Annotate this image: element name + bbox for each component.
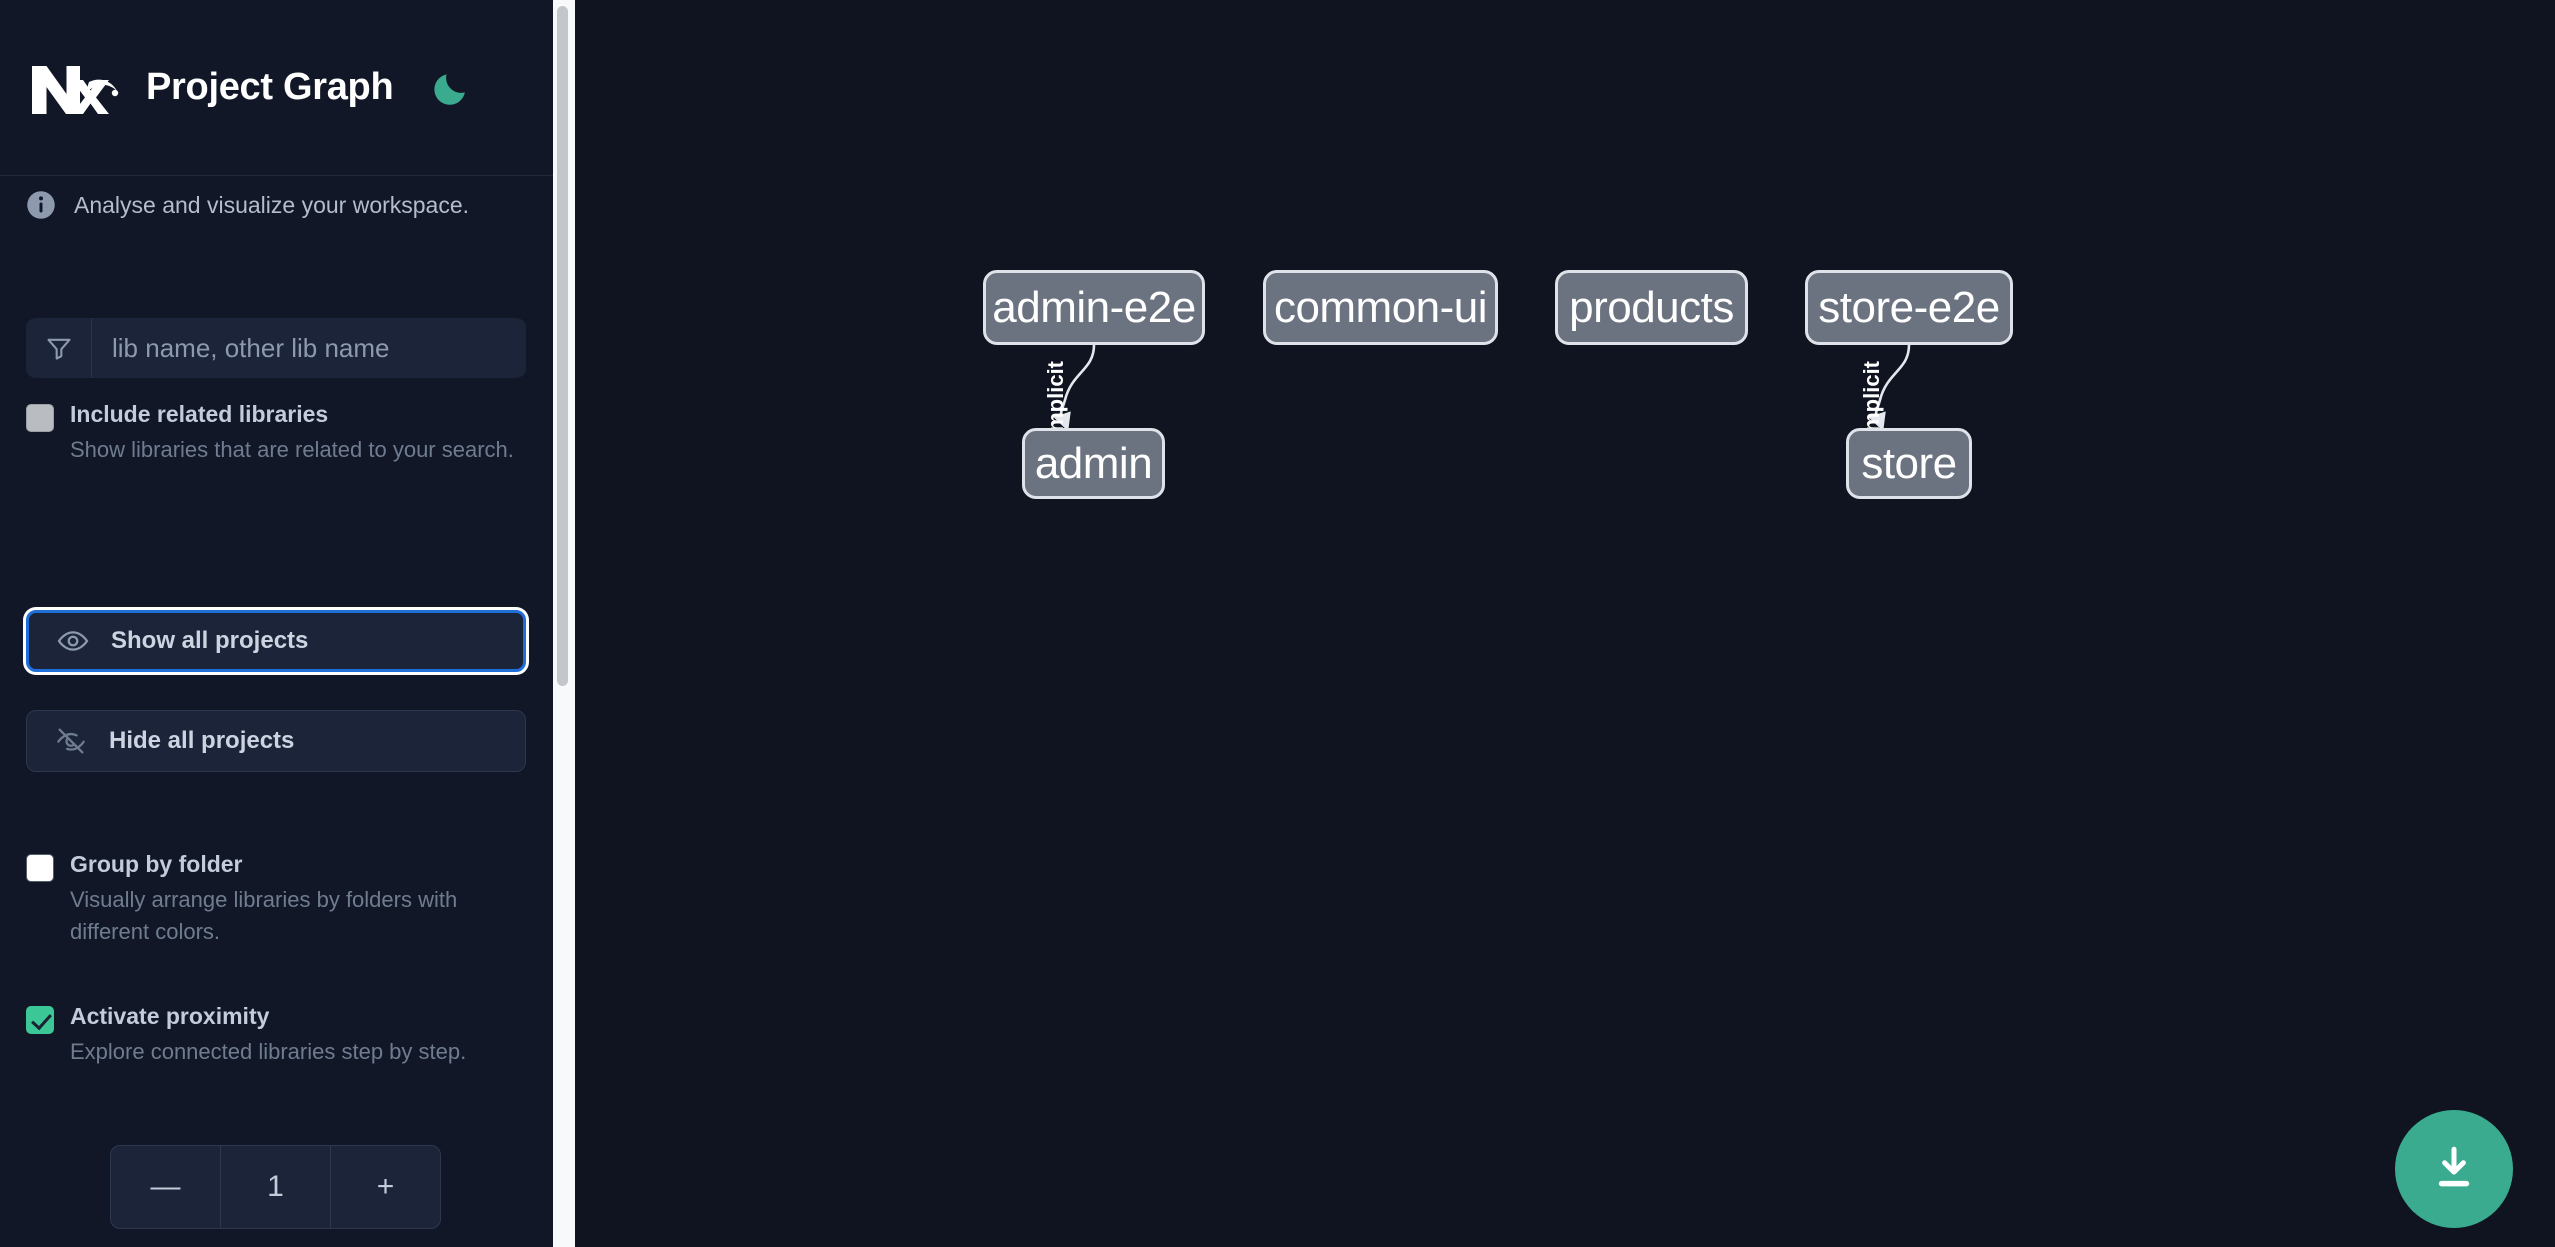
include-related-libraries-row[interactable]: Include related libraries Show libraries… — [26, 400, 526, 466]
graph-node-admin[interactable]: admin — [1022, 428, 1165, 499]
include-related-libraries-description: Show libraries that are related to your … — [70, 436, 514, 462]
download-icon — [2429, 1143, 2479, 1196]
search-field[interactable] — [26, 318, 526, 378]
graph-node-admin-e2e[interactable]: admin-e2e — [983, 270, 1205, 345]
graph-canvas[interactable]: implicit implicit admin-e2e common-ui pr… — [575, 0, 2555, 1247]
info-icon — [26, 190, 56, 220]
page-title: Project Graph — [146, 66, 394, 108]
sidebar-info-text: Analyse and visualize your workspace. — [74, 191, 470, 218]
eye-icon — [57, 625, 89, 657]
graph-node-common-ui[interactable]: common-ui — [1263, 270, 1498, 345]
search-input[interactable] — [92, 318, 526, 378]
graph-node-products[interactable]: products — [1555, 270, 1748, 345]
activate-proximity-label: Activate proximity — [70, 1003, 270, 1029]
sidebar-scrollbar-thumb[interactable] — [557, 6, 568, 686]
hide-all-projects-button[interactable]: Hide all projects — [26, 710, 526, 772]
sidebar-header: Project Graph — [0, 0, 553, 176]
group-by-folder-label: Group by folder — [70, 851, 243, 877]
activate-proximity-description: Explore connected libraries step by step… — [70, 1038, 467, 1064]
stepper-decrement-button[interactable]: — — [150, 1170, 181, 1203]
hide-all-projects-label: Hide all projects — [109, 727, 295, 754]
proximity-stepper: — 1 + — [110, 1145, 441, 1229]
show-all-projects-label: Show all projects — [111, 627, 309, 654]
graph-node-store[interactable]: store — [1846, 428, 1972, 499]
graph-edges — [1053, 344, 1911, 432]
group-by-folder-checkbox[interactable] — [26, 854, 54, 882]
nx-logo-icon — [26, 56, 122, 120]
activate-proximity-checkbox[interactable] — [26, 1006, 54, 1034]
group-by-folder-description: Visually arrange libraries by folders wi… — [70, 886, 458, 944]
stepper-value: 1 — [220, 1146, 331, 1228]
eye-off-icon — [55, 725, 87, 757]
include-related-libraries-label: Include related libraries — [70, 401, 329, 427]
edge-label-implicit-store: implicit — [1859, 360, 1884, 438]
edge-label-implicit-admin: implicit — [1043, 360, 1068, 438]
activate-proximity-row[interactable]: Activate proximity Explore connected lib… — [26, 1002, 526, 1068]
stepper-increment-button[interactable]: + — [376, 1170, 395, 1203]
graph-node-store-e2e[interactable]: store-e2e — [1805, 270, 2013, 345]
filter-funnel-icon — [26, 318, 92, 378]
moon-icon[interactable] — [429, 67, 471, 109]
sidebar: Project Graph Analyse and visualize your… — [0, 0, 553, 1247]
sidebar-info: Analyse and visualize your workspace. — [26, 190, 526, 220]
show-all-projects-button[interactable]: Show all projects — [26, 610, 526, 672]
include-related-libraries-checkbox[interactable] — [26, 404, 54, 432]
group-by-folder-row[interactable]: Group by folder Visually arrange librari… — [26, 850, 526, 948]
download-graph-button[interactable] — [2395, 1110, 2513, 1228]
